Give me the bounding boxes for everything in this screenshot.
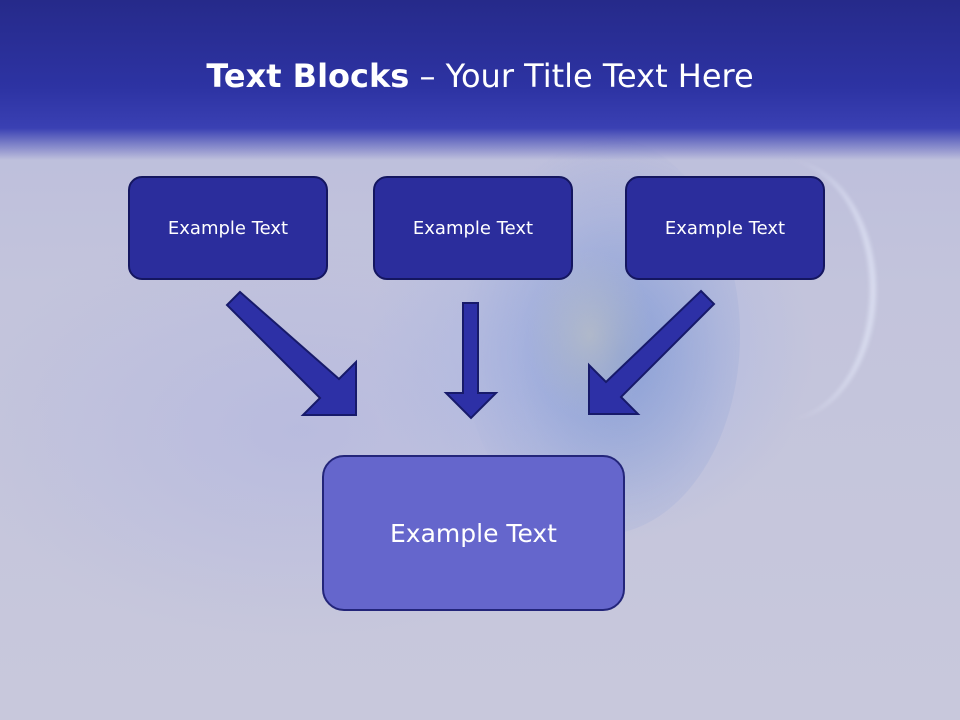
title-bold: Text Blocks: [206, 57, 410, 95]
title-bar: Text Blocks – Your Title Text Here: [0, 0, 960, 160]
text-block-3-label: Example Text: [664, 217, 786, 239]
text-block-2[interactable]: Example Text: [373, 176, 573, 280]
arrow-center-down[interactable]: [443, 302, 499, 420]
arrow-right-diagonal[interactable]: [588, 289, 716, 415]
orbit-glow: [690, 160, 876, 420]
text-block-1[interactable]: Example Text: [128, 176, 328, 280]
title-rest: Your Title Text Here: [445, 57, 754, 95]
title-separator: –: [409, 57, 446, 95]
text-block-2-label: Example Text: [412, 217, 534, 239]
target-text-block-label: Example Text: [390, 518, 557, 548]
arrow-left-diagonal[interactable]: [225, 290, 357, 416]
target-text-block[interactable]: Example Text: [322, 455, 625, 611]
text-block-3[interactable]: Example Text: [625, 176, 825, 280]
slide-title[interactable]: Text Blocks – Your Title Text Here: [0, 52, 960, 100]
text-block-1-label: Example Text: [167, 217, 289, 239]
